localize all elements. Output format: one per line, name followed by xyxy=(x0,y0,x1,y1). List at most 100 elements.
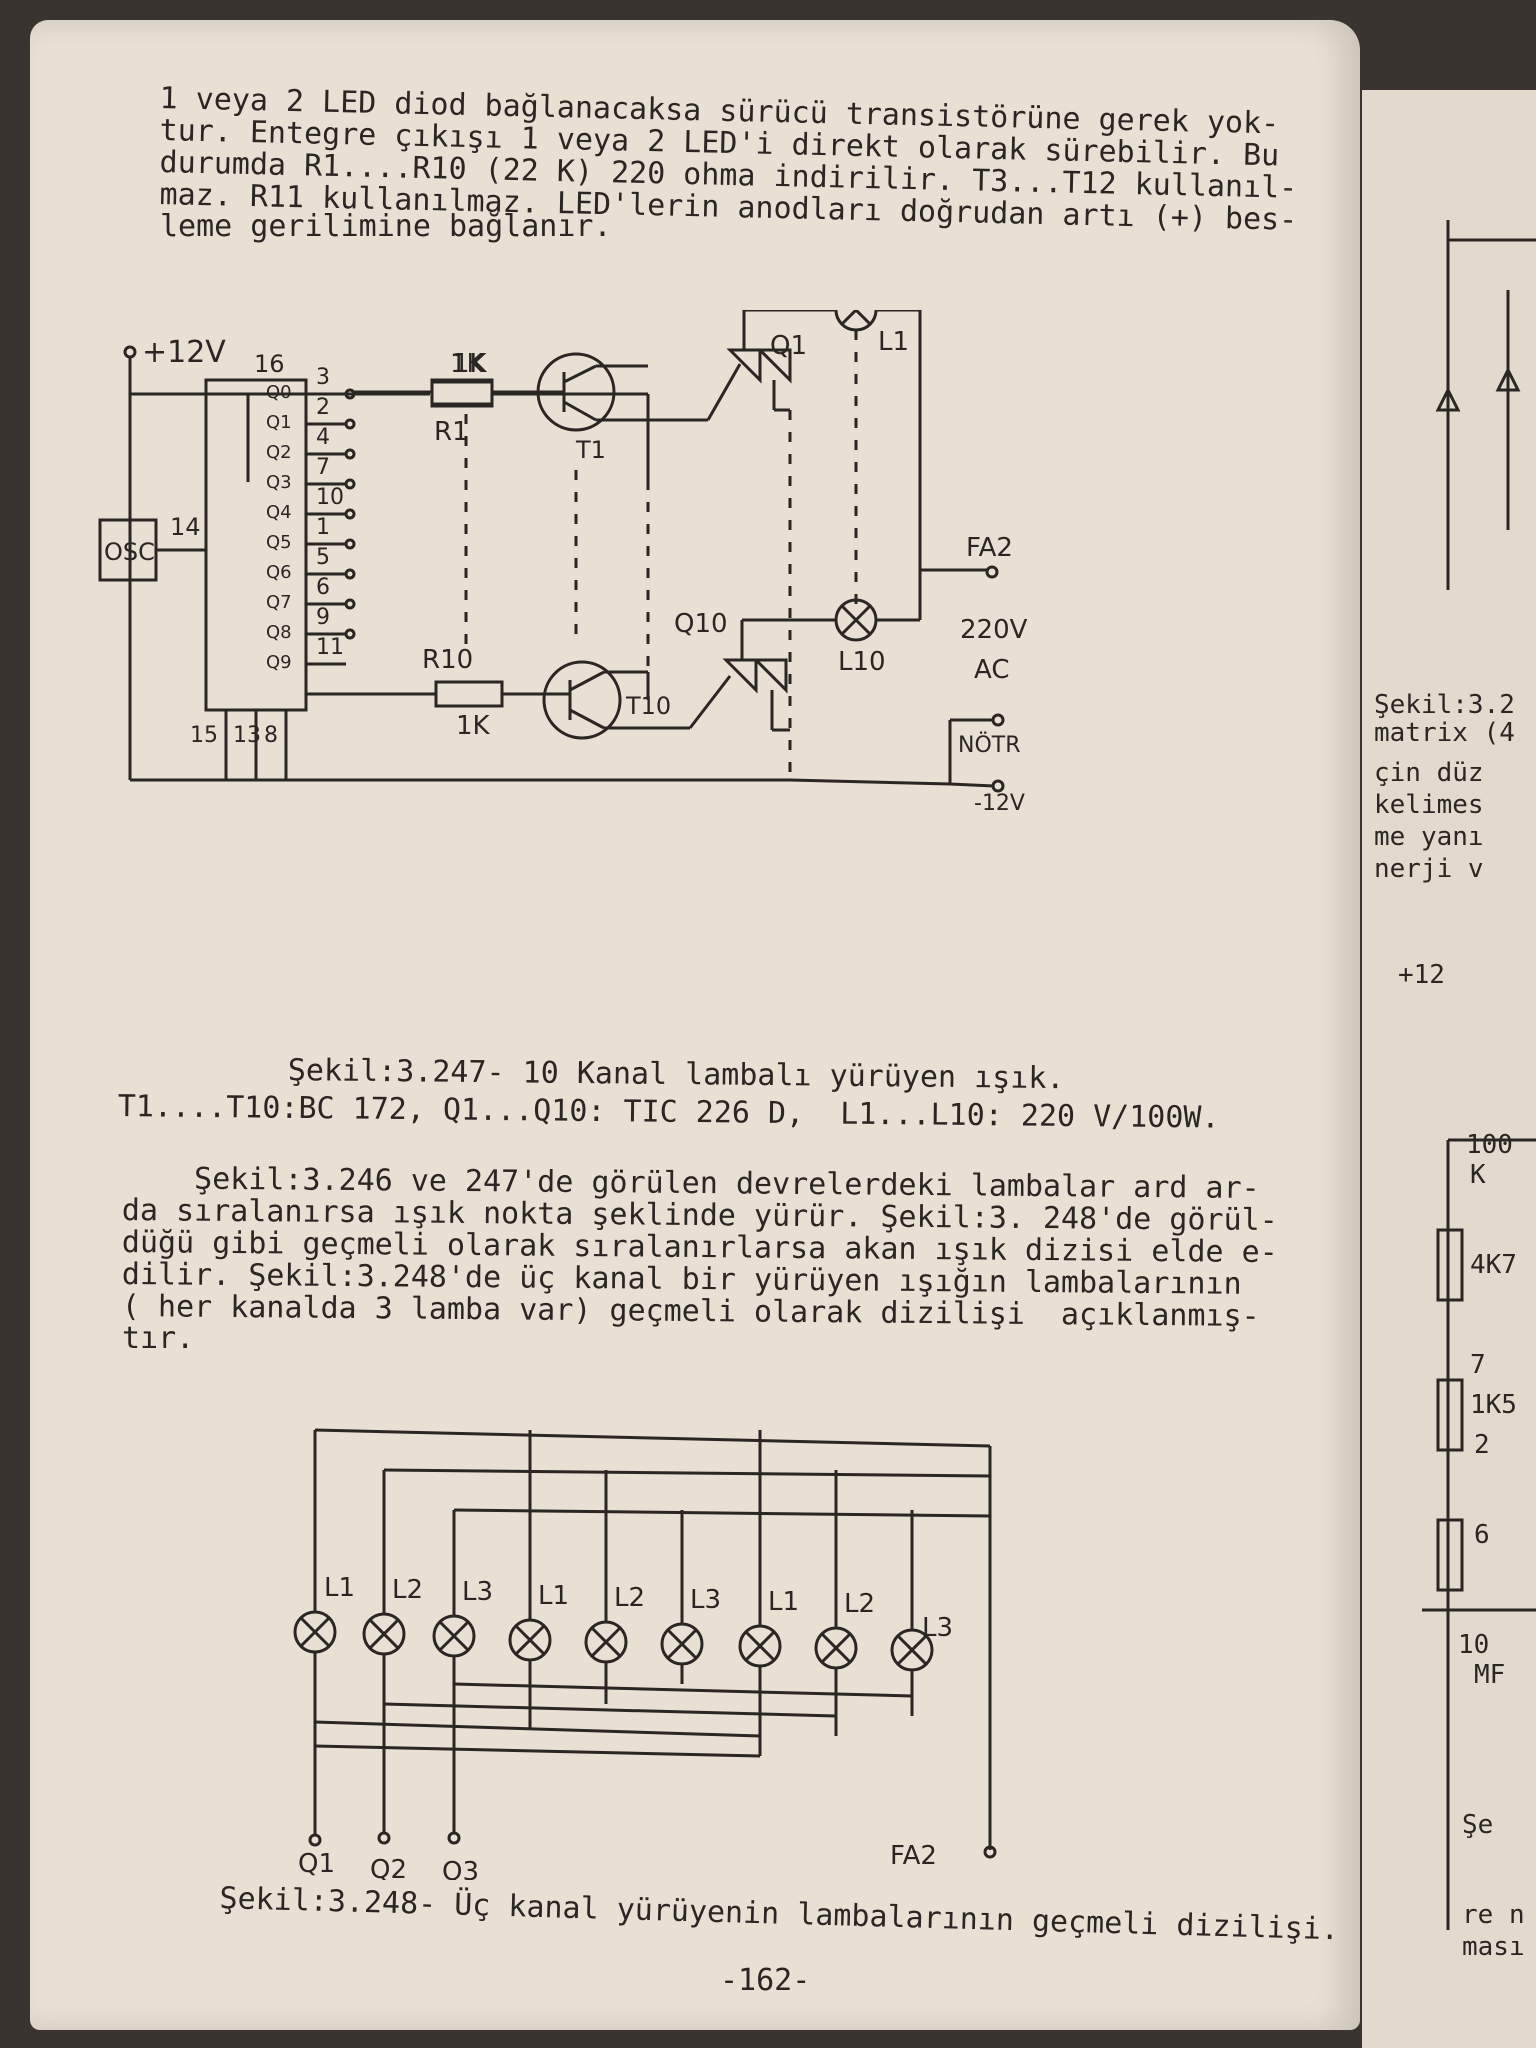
output-q: Q7 xyxy=(266,592,292,613)
output-pin: 4 xyxy=(316,425,330,450)
terminal-notr xyxy=(991,713,1005,727)
input-label: Q2 xyxy=(370,1855,407,1880)
triac-q1-label: Q1 xyxy=(770,331,807,361)
resistor-r10-label: R10 xyxy=(422,645,473,675)
book-page: 1 veya 2 LED diod bağlanacaksa sürücü tr… xyxy=(30,20,1360,2030)
output-pin: 10 xyxy=(316,485,344,510)
output-pin: 2 xyxy=(316,395,330,420)
output-q: Q6 xyxy=(266,562,292,583)
output-pin: 3 xyxy=(316,365,330,390)
lamp-label: L2 xyxy=(614,1583,645,1613)
adjacent-text: me yanı xyxy=(1374,822,1484,852)
pin-bottom: 8 xyxy=(264,723,278,748)
output-q: Q0 xyxy=(266,382,292,403)
adjacent-label: 7 xyxy=(1470,1350,1486,1380)
lamp-label: L3 xyxy=(690,1585,721,1615)
transistor-t10-label: T10 xyxy=(625,692,671,720)
adjacent-text: nerji v xyxy=(1374,854,1484,884)
adjacent-label: 1K5 xyxy=(1470,1390,1517,1420)
lamp-label: L1 xyxy=(768,1587,799,1617)
adjacent-bottom: Şe xyxy=(1462,1810,1494,1840)
lamp-label: L2 xyxy=(844,1589,875,1619)
output-q: Q4 xyxy=(266,502,292,523)
adjacent-caption: matrix (4 xyxy=(1374,718,1515,748)
terminal-fa2 xyxy=(985,565,999,579)
triac-q10 xyxy=(722,658,758,694)
figure-3-248-schematic: L1 L2 L3 L1 L2 L3 L1 L2 L3 Q1 xyxy=(293,1428,997,1880)
resistor-r1-value: 1K xyxy=(450,349,485,379)
adjacent-text: kelimes xyxy=(1374,790,1484,820)
adjacent-label: 10 xyxy=(1458,1630,1490,1660)
input-terminal xyxy=(308,1833,322,1847)
adjacent-label: 6 xyxy=(1474,1520,1490,1550)
triac-q10-label: Q10 xyxy=(674,609,728,639)
lamp-label: L1 xyxy=(538,1581,569,1611)
transistor-t10 xyxy=(542,660,622,740)
output-q: Q2 xyxy=(266,442,292,463)
resistor-r10 xyxy=(434,680,504,708)
output-q: Q9 xyxy=(266,652,292,673)
adjacent-label: 4K7 xyxy=(1470,1250,1517,1280)
adjacent-label: 2 xyxy=(1474,1430,1490,1460)
lamp-label: L1 xyxy=(324,1573,355,1603)
lamp xyxy=(660,1622,704,1666)
output-q: Q5 xyxy=(266,532,292,553)
adjacent-bottom: ması xyxy=(1462,1932,1525,1962)
ac-label: AC xyxy=(974,655,1009,685)
ac-label: 220V xyxy=(960,615,1028,645)
adjacent-label: K xyxy=(1470,1160,1486,1190)
figure-3-247-schematic: +12V 1K OSC 14 16 15 13 8 Q0 Q1 Q2 xyxy=(98,310,1028,816)
figure-3-247-caption: Şekil:3.247- 10 Kanal lambalı yürüyen ış… xyxy=(287,1053,1065,1097)
resistor-top-value: 1K xyxy=(453,349,488,379)
lamp-label: L3 xyxy=(922,1613,953,1643)
lamp-l1-label: L1 xyxy=(878,327,909,357)
osc-pin: 14 xyxy=(170,513,201,541)
output-pin: 5 xyxy=(316,545,330,570)
figure-3-247-parts: T1....T10:BC 172, Q1...Q10: TIC 226 D, L… xyxy=(117,1089,1220,1136)
terminal-notr-label: NÖTR xyxy=(958,732,1021,758)
terminal-neg xyxy=(991,779,1005,793)
supply-terminal xyxy=(123,345,137,359)
output-pin: 6 xyxy=(316,575,330,600)
output-q: Q1 xyxy=(266,412,292,433)
lamp-l10-label: L10 xyxy=(838,647,886,677)
input-label: Q3 xyxy=(442,1857,479,1880)
pin-bottom: 15 xyxy=(190,723,218,748)
adjacent-page-schematic xyxy=(1422,220,1536,1930)
intro-line: leme gerilimine bağlanır. xyxy=(160,209,612,244)
osc-label: OSC xyxy=(104,538,155,566)
adjacent-bottom: re n xyxy=(1462,1900,1525,1930)
lamp-label: L3 xyxy=(462,1577,493,1607)
transistor-t1 xyxy=(536,352,616,432)
terminal-fa2-label: FA2 xyxy=(966,533,1013,563)
output-pin: 7 xyxy=(316,455,330,480)
resistor-r10-value: 1K xyxy=(456,711,491,741)
input-terminal xyxy=(447,1831,461,1845)
pin-bottom: 13 xyxy=(233,723,261,748)
adjacent-page: Şekil:3.2 matrix (4 çin düz kelimes me y… xyxy=(1362,90,1536,2048)
pin-vcc: 16 xyxy=(254,350,285,378)
transistor-t1-label: T1 xyxy=(575,436,606,464)
input-label: Q1 xyxy=(298,1849,335,1879)
output-pin: 11 xyxy=(316,635,344,660)
input-terminal xyxy=(377,1831,391,1845)
resistor-r1 xyxy=(430,378,494,406)
fa2-label: FA2 xyxy=(890,1841,937,1871)
lamp-label: L2 xyxy=(392,1575,423,1605)
ic-outputs: Q0 Q1 Q2 Q3 Q4 Q5 Q6 Q7 Q8 Q9 3 2 4 7 10… xyxy=(266,365,356,673)
figure-3-248-caption: Şekil:3.248- Üç kanal yürüyenin lambalar… xyxy=(219,1881,1340,1948)
lamp xyxy=(584,1620,628,1664)
adjacent-supply: +12 xyxy=(1398,960,1445,990)
supply-label: +12V xyxy=(142,335,226,370)
lamp xyxy=(293,1610,337,1654)
lamp-l1 xyxy=(834,310,878,332)
resistor-r1-label: R1 xyxy=(434,417,469,447)
output-pin: 1 xyxy=(316,515,330,540)
page-number: -162- xyxy=(720,1963,811,1998)
resistor-top xyxy=(430,380,494,408)
lamp xyxy=(362,1612,406,1656)
output-q: Q3 xyxy=(266,472,292,493)
adjacent-label: 100 xyxy=(1466,1130,1513,1160)
adjacent-caption: Şekil:3.2 xyxy=(1374,690,1515,720)
output-pin: 9 xyxy=(316,605,330,630)
